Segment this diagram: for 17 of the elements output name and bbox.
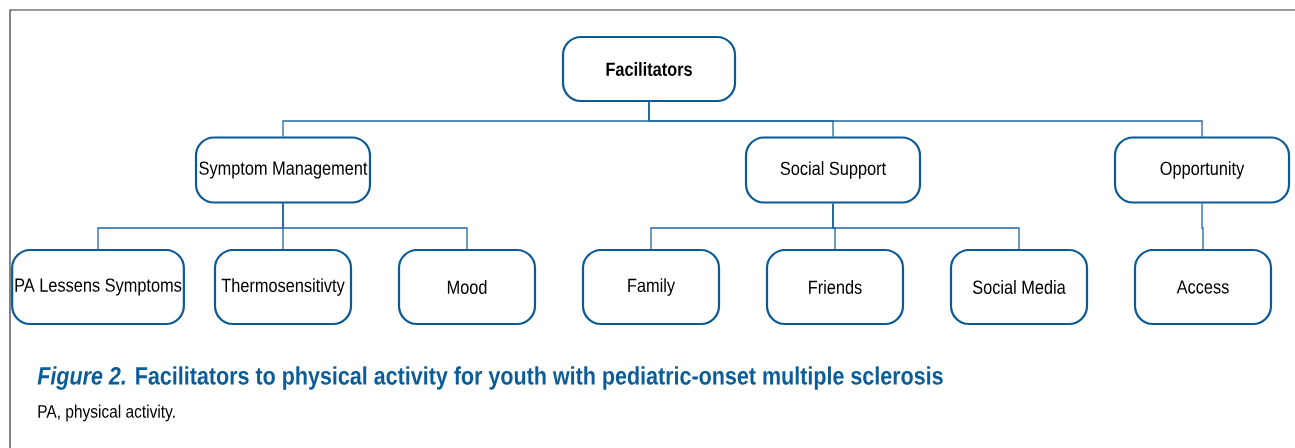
item-box: Family bbox=[581, 248, 721, 326]
connector bbox=[648, 101, 1203, 138]
caption: PA, physical activity. bbox=[38, 404, 175, 422]
connector bbox=[832, 202, 1020, 250]
connector bbox=[1201, 202, 1204, 250]
item-box: Social Media bbox=[949, 248, 1089, 326]
figure-title: Figure 2. Facilitators to physical activity for youth with pediatric-onset multiple sclerosis bbox=[37, 366, 943, 390]
item-box: Mood bbox=[397, 248, 537, 326]
item-box: Friends bbox=[765, 248, 905, 326]
category-box: Opportunity bbox=[1113, 136, 1291, 204]
item-box: PA Lessens Symptoms bbox=[11, 248, 185, 326]
connector bbox=[282, 202, 468, 250]
root-box: Facilitators bbox=[561, 35, 737, 103]
item-box: Access bbox=[1133, 248, 1273, 326]
category-box: Symptom Management bbox=[194, 136, 372, 204]
item-box: Thermosensitivty bbox=[213, 248, 353, 326]
category-box: Social Support bbox=[744, 136, 922, 204]
